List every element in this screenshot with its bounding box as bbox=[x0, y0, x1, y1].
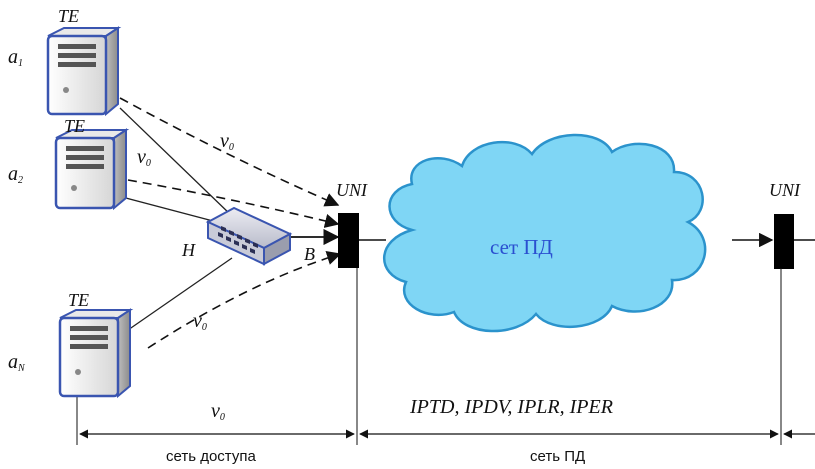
switch-output-label: B bbox=[304, 244, 315, 264]
flow-arrow-2 bbox=[127, 179, 340, 228]
flow-arrow-n bbox=[147, 250, 342, 349]
rate-label-1: v0 bbox=[220, 130, 234, 153]
te2-label: TE bbox=[64, 116, 86, 136]
switch-icon bbox=[205, 206, 293, 266]
link-te1-switch bbox=[119, 107, 233, 217]
server-icon bbox=[58, 308, 134, 399]
rate-label-2: v0 bbox=[137, 146, 151, 169]
source-an-label: aN bbox=[8, 351, 25, 374]
source-a1-label: a1 bbox=[8, 46, 23, 69]
ten-label: TE bbox=[68, 290, 90, 310]
uni-right-label: UNI bbox=[769, 180, 800, 200]
uni-left-label: UNI bbox=[336, 180, 367, 200]
access-network-caption: сеть доступа bbox=[166, 448, 256, 465]
rate-label-n: v0 bbox=[193, 310, 207, 333]
link-ten-switch bbox=[127, 257, 233, 331]
te1-label: TE bbox=[58, 6, 80, 26]
data-network-caption: сеть ПД bbox=[530, 448, 586, 465]
flow-arrow-1 bbox=[119, 97, 340, 207]
uni-left-block bbox=[338, 213, 359, 268]
data-network-cloud bbox=[383, 133, 707, 333]
server-icon bbox=[54, 128, 130, 211]
qos-metrics-label: IPTD, IPDV, IPLR, IPER bbox=[410, 396, 613, 418]
server-icon bbox=[46, 26, 122, 117]
uni-right-block bbox=[774, 214, 794, 269]
cloud-label: сет ПД bbox=[490, 235, 553, 259]
switch-input-label: H bbox=[182, 240, 195, 260]
rate-label-access: v0 bbox=[211, 400, 225, 423]
source-a2-label: a2 bbox=[8, 163, 23, 186]
